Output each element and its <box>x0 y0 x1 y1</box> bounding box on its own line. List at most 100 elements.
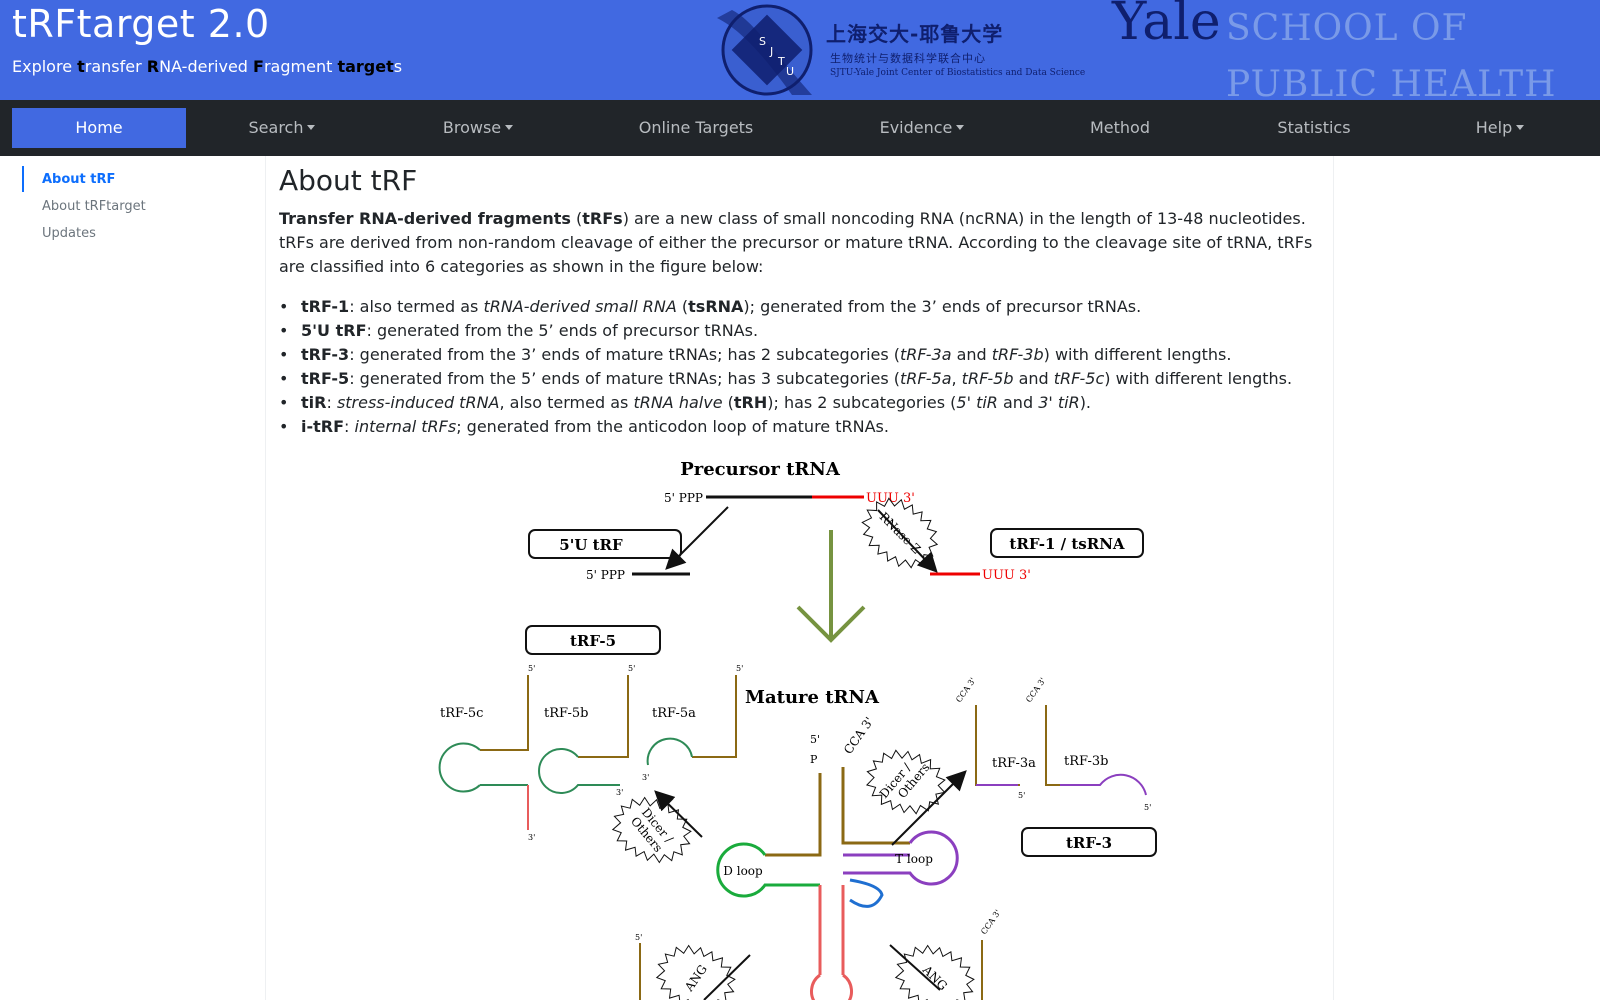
trf3b-5prime: 5' <box>1144 803 1151 812</box>
sidebar-active-indicator <box>22 166 24 192</box>
yale-logo-word[interactable]: Yale <box>1112 0 1221 52</box>
label-trf5: tRF-5 <box>570 632 616 650</box>
trf5b-stem-top <box>578 675 629 758</box>
list-item-tir: tiR: stress-induced tRNA, also termed as… <box>279 391 1329 415</box>
variable-loop <box>849 878 884 908</box>
maturation-arrow-head <box>796 605 866 643</box>
nav-online-targets[interactable]: Online Targets <box>638 118 754 137</box>
trf5c-3prime: 3' <box>528 833 535 842</box>
sidebar-item-about-trf[interactable]: About tRF <box>42 172 116 187</box>
trf-category-list: tRF-1: also termed as tRNA-derived small… <box>279 295 1329 439</box>
main-navbar: Home Search Browse Online Targets Eviden… <box>0 100 1600 156</box>
trf5c-dloop <box>438 742 481 793</box>
arrow-to-trf1 <box>877 509 938 573</box>
mature-5prime: 5' <box>810 733 820 746</box>
t-loop-label: T loop <box>895 852 933 866</box>
anticodon-loop <box>810 973 853 1004</box>
arrow-to-5u <box>665 506 729 570</box>
label-trf3b: tRF-3b <box>1064 754 1108 769</box>
nav-evidence-dropdown[interactable]: Evidence <box>872 100 972 156</box>
box-5u-trf <box>528 529 682 559</box>
trf3a-5prime: 5' <box>1018 791 1025 800</box>
list-item-5u-trf: 5'U tRF: generated from the 5’ ends of p… <box>279 319 1329 343</box>
sidebar: About tRF About tRFtarget Updates <box>0 156 265 1000</box>
nav-search-dropdown[interactable]: Search <box>240 100 324 156</box>
trf-classification-figure: Precursor tRNA 5' PPP UUU 3' 5'U tRF 5' … <box>420 455 1160 1004</box>
anticodon-stem <box>818 885 845 975</box>
trf-diagram: Precursor tRNA 5' PPP UUU 3' 5'U tRF 5' … <box>438 459 1157 1004</box>
list-item-trf5: tRF-5: generated from the 5’ ends of mat… <box>279 367 1329 391</box>
arrow-to-trf5 <box>654 790 703 838</box>
trf5a-dloop <box>646 737 693 766</box>
sjtu-name-cn: 上海交大-耶鲁大学 <box>826 22 1004 46</box>
yale-school-text: SCHOOL OF <box>1226 8 1468 49</box>
label-trf5c: tRF-5c <box>440 706 483 721</box>
mature-title: Mature tRNA <box>745 687 880 708</box>
label-trf1: tRF-1 / tsRNA <box>1009 535 1125 553</box>
ang-arrow-left <box>703 954 751 1001</box>
fragment-5ppp-label: 5' PPP <box>586 568 625 582</box>
nav-browse-dropdown[interactable]: Browse <box>436 100 520 156</box>
acceptor-stem-3 <box>841 767 910 845</box>
trf5c-stem-top <box>480 675 529 751</box>
site-subtitle: Explore transfer RNA-derived Fragment ta… <box>12 57 403 76</box>
tir3-cca: CCA 3' <box>979 908 1002 936</box>
svg-text:S: S <box>759 35 766 48</box>
d-loop-label: D loop <box>723 864 763 878</box>
label-trf3: tRF-3 <box>1066 834 1112 852</box>
main-content-area <box>265 156 1334 1000</box>
trf5b-dloop <box>538 748 620 794</box>
precursor-title: Precursor tRNA <box>680 459 841 480</box>
yale-public-health-text: PUBLIC HEALTH <box>1226 64 1557 105</box>
label-trf5b: tRF-5b <box>544 706 588 721</box>
nav-method[interactable]: Method <box>1089 118 1150 137</box>
svg-text:J: J <box>769 45 773 58</box>
site-title[interactable]: tRFtarget 2.0 <box>12 2 270 46</box>
trf3b-tloop <box>1060 773 1147 796</box>
box-trf3 <box>1021 827 1157 857</box>
trf3a-stem <box>975 705 1020 786</box>
sidebar-item-about-trftarget[interactable]: About tRFtarget <box>42 199 146 214</box>
mature-cca-label: CCA 3' <box>841 714 876 756</box>
page-title: About tRF <box>279 164 418 197</box>
label-5u-trf: 5'U tRF <box>559 536 623 554</box>
trf5a-stem-top <box>692 675 737 758</box>
trf3b-cca: CCA 3' <box>1024 676 1047 704</box>
label-trf5a: tRF-5a <box>652 706 696 721</box>
sjtu-logo[interactable]: S J T U <box>712 0 822 100</box>
site-header: tRFtarget 2.0 Explore transfer RNA-deriv… <box>0 0 1600 105</box>
sjtu-center-en: SJTU-Yale Joint Center of Biostatistics … <box>830 68 1086 78</box>
ang-arrow-right <box>889 944 941 991</box>
trf1-uuu-label: UUU 3' <box>982 568 1031 583</box>
sidebar-item-updates[interactable]: Updates <box>42 226 96 241</box>
precursor-5ppp-label: 5' PPP <box>664 491 703 505</box>
label-trf3a: tRF-3a <box>992 756 1036 771</box>
sjtu-center-cn: 生物统计与数据科学联合中心 <box>830 52 986 65</box>
nav-help-dropdown[interactable]: Help <box>1470 100 1530 156</box>
intro-paragraph: Transfer RNA-derived fragments (tRFs) ar… <box>279 209 1313 276</box>
list-item-trf1: tRF-1: also termed as tRNA-derived small… <box>279 295 1329 319</box>
box-trf5 <box>525 625 661 655</box>
tir5-5prime: 5' <box>635 933 642 942</box>
svg-text:T: T <box>777 55 785 68</box>
nav-home[interactable]: Home <box>12 108 186 148</box>
nav-statistics[interactable]: Statistics <box>1277 118 1351 137</box>
trf5a-3prime: 3' <box>642 773 649 782</box>
trf3b-stem <box>1045 705 1100 786</box>
arrow-to-trf3 <box>891 770 967 846</box>
trf5a-5prime: 5' <box>736 664 743 673</box>
list-item-trf3: tRF-3: generated from the 3’ ends of mat… <box>279 343 1329 367</box>
trf5b-3prime: 3' <box>616 788 623 797</box>
list-item-itrf: i-tRF: internal tRFs; generated from the… <box>279 415 1329 439</box>
t-loop-arm <box>843 830 959 886</box>
trf5b-5prime: 5' <box>628 664 635 673</box>
svg-text:U: U <box>786 65 794 78</box>
d-loop-arm <box>716 842 820 898</box>
mature-p-label: P <box>810 753 818 766</box>
trf3a-cca: CCA 3' <box>954 676 977 704</box>
dicer-burst-right <box>865 749 946 815</box>
box-trf1 <box>990 528 1144 558</box>
dicer-burst-left <box>611 796 692 864</box>
trf5c-5prime: 5' <box>528 664 535 673</box>
acceptor-stem-5 <box>765 773 822 857</box>
